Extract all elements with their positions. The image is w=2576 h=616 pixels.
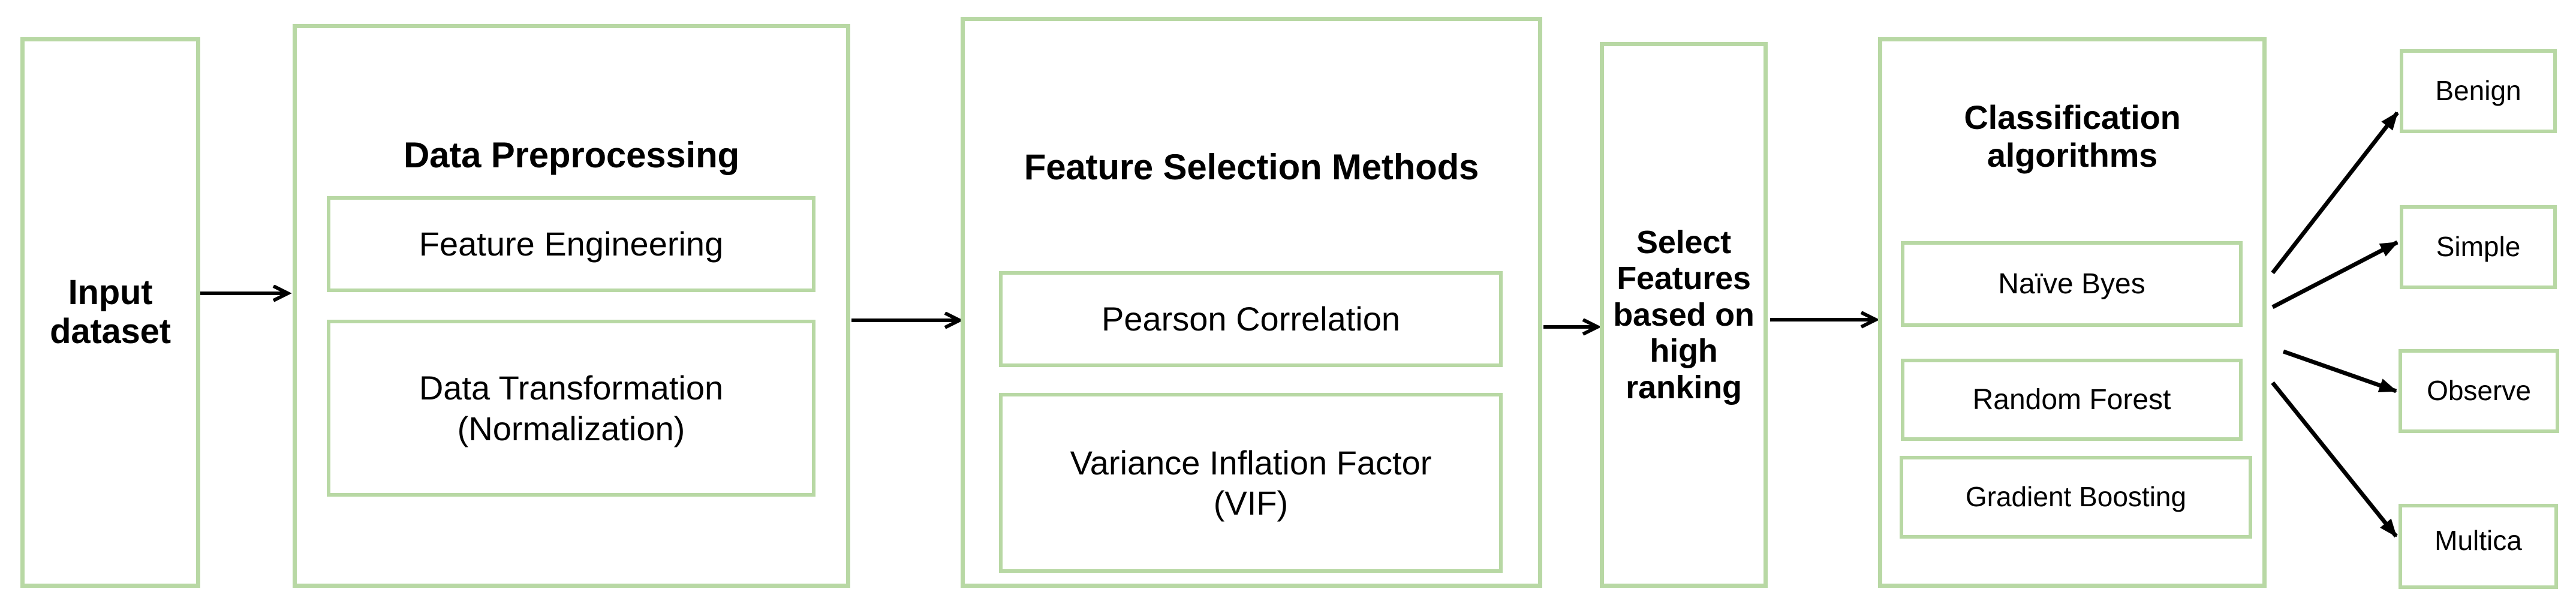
classification-item-gradient-boosting[interactable]: Gradient Boosting <box>1900 456 2252 539</box>
variance-inflation-factor-label: Variance Inflation Factor (VIF) <box>1070 443 1432 522</box>
observe-label: Observe <box>2427 375 2531 407</box>
select-features-label: Select Features based on high ranking <box>1613 224 1755 405</box>
output-class-simple[interactable]: Simple <box>2400 205 2557 289</box>
preprocessing-item-data-transformation[interactable]: Data Transformation (Normalization) <box>327 320 815 497</box>
data-transformation-label: Data Transformation (Normalization) <box>419 369 724 447</box>
stage-input-dataset[interactable]: Input dataset <box>20 37 200 588</box>
feature-selection-item-variance-inflation-factor[interactable]: Variance Inflation Factor (VIF) <box>999 393 1503 573</box>
stage-select-features-high-ranking[interactable]: Select Features based on high ranking <box>1600 42 1768 588</box>
arrow-classification-to-simple <box>2271 240 2399 309</box>
arrow-classification-to-observe <box>2282 349 2397 393</box>
classification-item-naive-bayes[interactable]: Naïve Byes <box>1901 241 2243 327</box>
benign-label: Benign <box>2435 75 2521 107</box>
feature-selection-item-pearson-correlation[interactable]: Pearson Correlation <box>999 271 1503 367</box>
feature-selection-methods-title: Feature Selection Methods <box>1024 147 1479 187</box>
data-preprocessing-title: Data Preprocessing <box>404 135 739 175</box>
arrow-classification-to-benign <box>2271 111 2399 275</box>
output-class-observe[interactable]: Observe <box>2399 349 2559 433</box>
simple-label: Simple <box>2436 231 2521 263</box>
arrow-classification-to-multica <box>2271 381 2398 538</box>
naive-bayes-label: Naïve Byes <box>1998 268 2145 300</box>
classification-algorithms-title: Classification algorithms <box>1964 98 2181 174</box>
preprocessing-item-feature-engineering[interactable]: Feature Engineering <box>327 196 815 292</box>
feature-engineering-label: Feature Engineering <box>419 225 724 263</box>
output-class-benign[interactable]: Benign <box>2400 49 2557 133</box>
pearson-correlation-label: Pearson Correlation <box>1101 300 1401 338</box>
gradient-boosting-label: Gradient Boosting <box>1965 481 2187 513</box>
output-class-multica[interactable]: Multica <box>2399 504 2558 589</box>
input-dataset-label: Input dataset <box>50 273 171 351</box>
random-forest-label: Random Forest <box>1972 383 2171 416</box>
multica-label: Multica <box>2434 525 2522 556</box>
stage-data-preprocessing[interactable]: Data Preprocessing <box>293 24 850 588</box>
classification-item-random-forest[interactable]: Random Forest <box>1901 359 2243 441</box>
